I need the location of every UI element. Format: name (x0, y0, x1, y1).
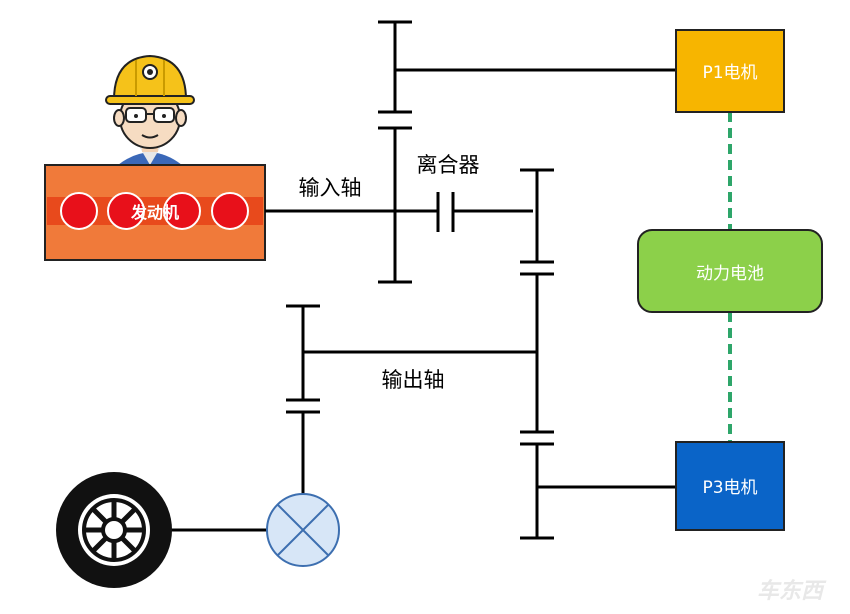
worker-with-hardhat-icon (105, 54, 195, 175)
p1-motor: P1电机 (675, 29, 785, 113)
main-gear-shaft (520, 168, 676, 540)
piston-4 (211, 192, 249, 230)
input-shaft (265, 192, 533, 232)
wheel-icon (56, 472, 172, 588)
p1-motor-label: P1电机 (702, 63, 757, 83)
engine-label: 发动机 (130, 203, 179, 222)
output-shaft (286, 304, 537, 500)
clutch-label: 离合器 (417, 153, 480, 177)
p3-motor-label: P3电机 (702, 478, 757, 498)
piston-3 (163, 192, 201, 230)
piston-2 (107, 192, 145, 230)
differential-cross-icon (266, 493, 340, 567)
output-shaft-label: 输出轴 (382, 368, 445, 392)
engine-block: 发动机 (44, 164, 266, 261)
p3-motor: P3电机 (675, 441, 785, 531)
battery-label: 动力电池 (696, 264, 764, 284)
p1-gear-shaft (378, 20, 676, 284)
input-shaft-label: 输入轴 (299, 176, 362, 200)
piston-1 (60, 192, 98, 230)
battery-pack: 动力电池 (637, 229, 823, 313)
watermark-logo: 车东西 (757, 578, 827, 604)
